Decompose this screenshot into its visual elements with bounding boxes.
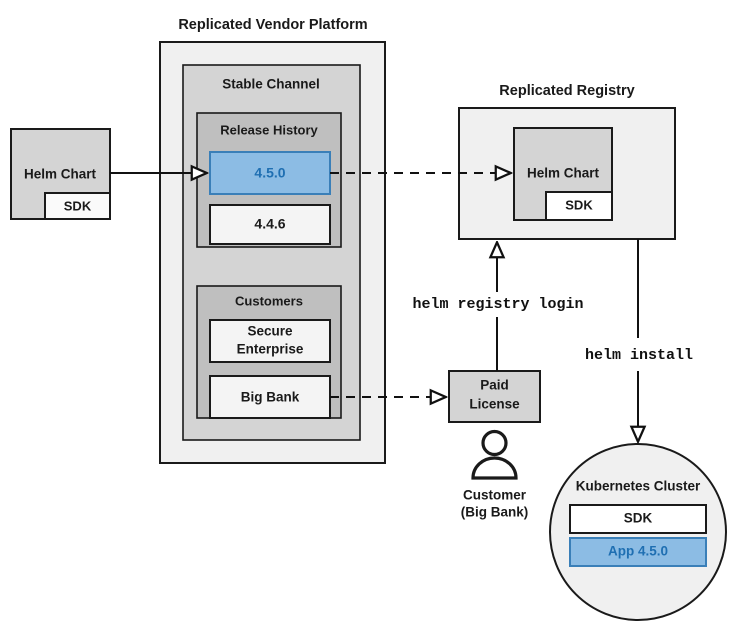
customer-secure-enterprise-label-line1: Secure (247, 324, 293, 339)
customer-actor-label-line1: Customer (463, 488, 527, 503)
registry-sdk-label: SDK (565, 197, 593, 212)
customer-big-bank-box[interactable] (209, 375, 331, 419)
registry-helm-chart: Helm Chart SDK (513, 127, 613, 221)
command-registry-login: helm registry login (412, 296, 583, 313)
kubernetes-cluster-label: Kubernetes Cluster (576, 479, 701, 494)
command-helm-install: helm install (585, 347, 693, 364)
customer-actor-label-line2: (Big Bank) (461, 505, 529, 520)
cluster-app-box (569, 537, 707, 567)
paid-license-box (448, 370, 541, 423)
customer-big-bank[interactable]: Big Bank (209, 375, 331, 419)
customers-label: Customers (235, 293, 303, 308)
release-item-4-5-0[interactable]: 4.5.0 (209, 151, 331, 195)
release-history-label: Release History (220, 122, 318, 137)
source-sdk-box (44, 192, 111, 220)
cluster-component-sdk: SDK (569, 504, 707, 534)
stable-channel-label: Stable Channel (222, 77, 320, 92)
cluster-component-app: App 4.5.0 (569, 537, 707, 567)
release-4-5-0-label: 4.5.0 (254, 165, 285, 181)
paid-license-label-line2: License (469, 397, 520, 412)
person-icon (471, 429, 518, 480)
paid-license: Paid License (448, 370, 541, 423)
customer-secure-enterprise-box[interactable] (209, 319, 331, 363)
vendor-platform-title: Replicated Vendor Platform (178, 17, 367, 33)
registry-sdk-box (545, 191, 613, 221)
release-4-5-0-box[interactable] (209, 151, 331, 195)
source-helm-chart-label: Helm Chart (24, 167, 97, 182)
cluster-app-label: App 4.5.0 (608, 544, 668, 559)
cluster-sdk-label: SDK (624, 511, 653, 526)
cluster-sdk-box (569, 504, 707, 534)
registry-title: Replicated Registry (499, 83, 634, 99)
release-4-4-6-box[interactable] (209, 204, 331, 245)
paid-license-label-line1: Paid (480, 378, 509, 393)
source-helm-chart: Helm Chart SDK (10, 128, 111, 220)
registry-helm-chart-label: Helm Chart (527, 166, 600, 181)
customer-secure-enterprise[interactable]: Secure Enterprise (209, 319, 331, 363)
release-4-4-6-label: 4.4.6 (254, 216, 285, 232)
customer-secure-enterprise-label-line2: Enterprise (237, 342, 304, 357)
release-item-4-4-6[interactable]: 4.4.6 (209, 204, 331, 245)
customer-big-bank-label: Big Bank (241, 390, 300, 405)
kubernetes-cluster: Kubernetes Cluster SDK App 4.5.0 (549, 443, 727, 621)
source-sdk-label: SDK (64, 198, 92, 213)
